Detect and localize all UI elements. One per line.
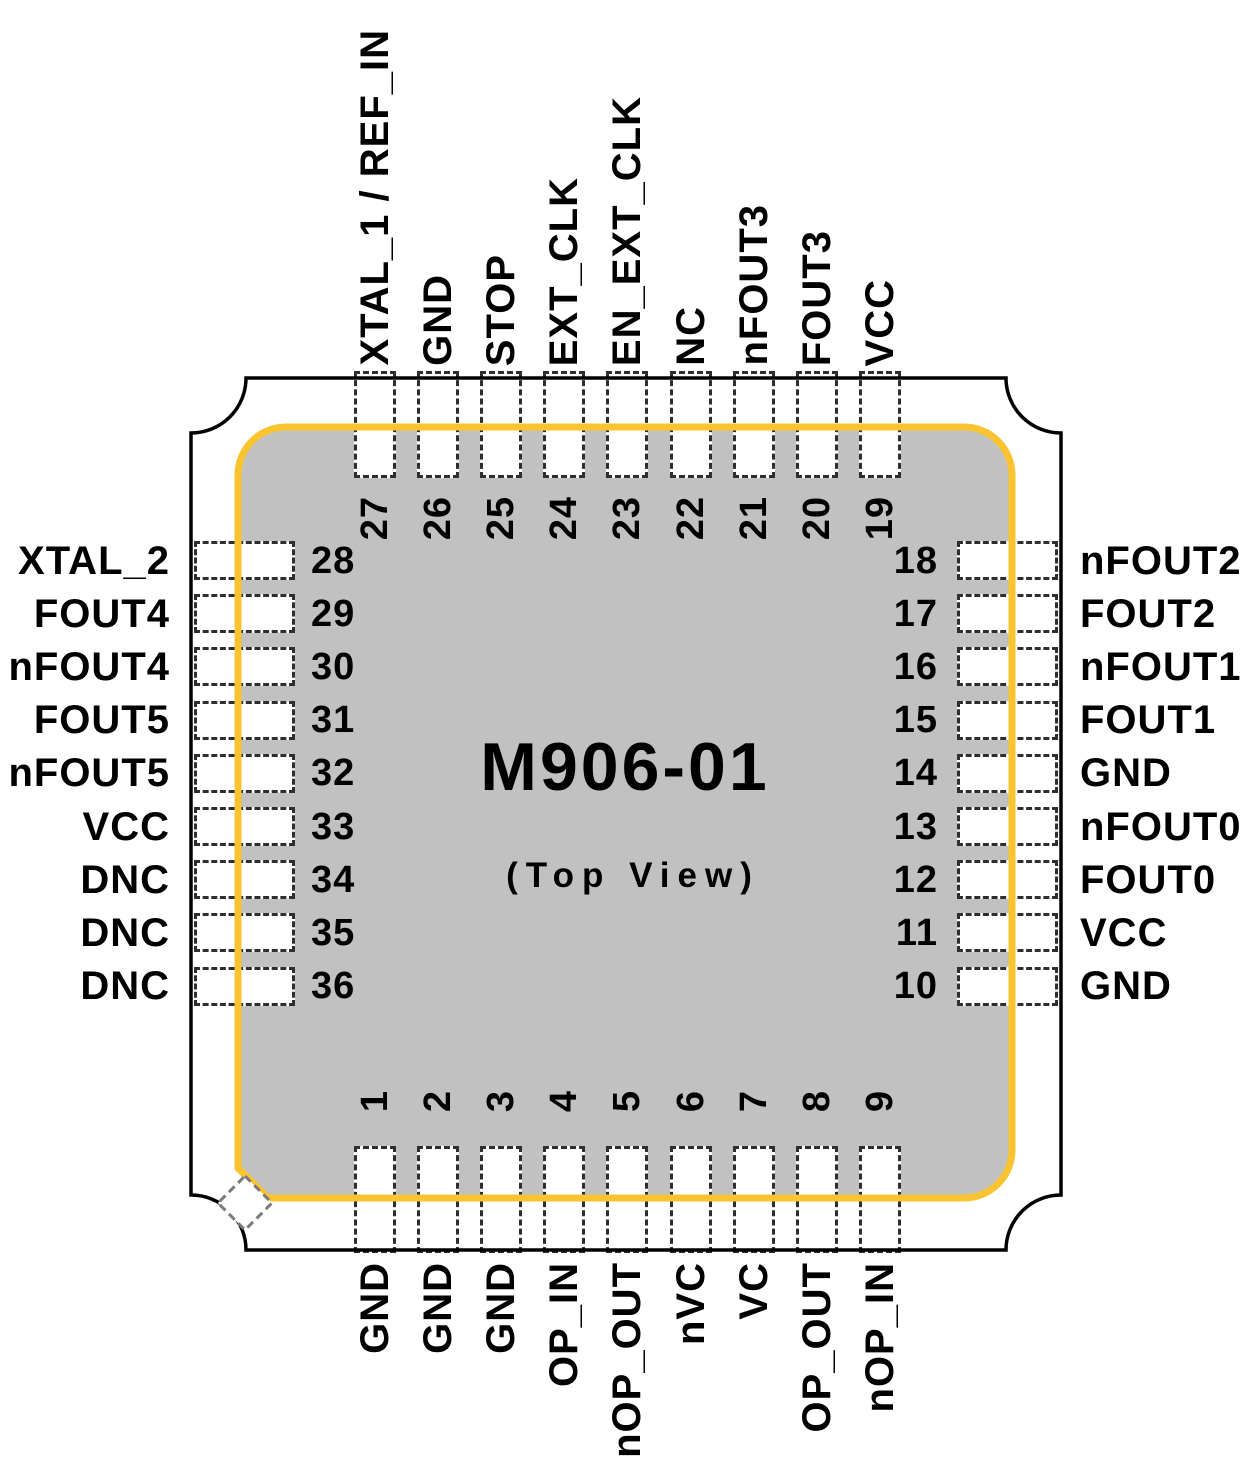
chip-view-caption: (Top View): [506, 856, 760, 895]
pin-number-4: 4: [543, 1090, 586, 1113]
pin-pad-33: [194, 807, 295, 846]
pin-label-22: NC: [668, 306, 713, 366]
pin-label-8: OP_OUT: [794, 1262, 839, 1433]
pin-pad-31: [194, 700, 295, 740]
pin-number-24: 24: [543, 495, 586, 540]
pin-number-21: 21: [732, 495, 775, 540]
pin-label-19: VCC: [857, 278, 902, 366]
chip-part-number: M906-01: [480, 729, 770, 805]
pin-pad-11: [957, 913, 1058, 953]
pin-number-5: 5: [606, 1090, 649, 1113]
pin-label-20: FOUT3: [794, 229, 839, 366]
pin-label-13: nFOUT0: [1080, 804, 1242, 849]
pin-label-18: nFOUT2: [1080, 538, 1242, 583]
pin-number-20: 20: [795, 495, 838, 540]
pin-label-30: nFOUT4: [8, 644, 170, 689]
pin-label-25: STOP: [479, 253, 524, 366]
pin-label-24: EXT_CLK: [542, 176, 587, 366]
pin-pad-28: [194, 541, 295, 580]
pin-number-11: 11: [895, 911, 938, 954]
pin-label-36: DNC: [80, 964, 170, 1009]
pin-pad-17: [957, 594, 1058, 634]
pin-label-11: VCC: [1080, 910, 1168, 955]
pin-label-34: DNC: [80, 857, 170, 902]
pin-pad-29: [194, 594, 295, 634]
pin-label-28: XTAL_2: [18, 538, 170, 583]
pin-label-7: VC: [731, 1262, 776, 1320]
die-accent-border: [234, 423, 1016, 1202]
pin-label-2: GND: [416, 1262, 461, 1354]
pin-label-33: VCC: [82, 804, 170, 849]
pin-number-18: 18: [893, 539, 938, 582]
pin-label-27: XTAL_1 / REF_IN: [353, 29, 397, 366]
pin-label-29: FOUT4: [33, 591, 170, 636]
pin-label-21: nFOUT3: [731, 204, 776, 366]
pin-pad-34: [194, 860, 295, 900]
package-outline: [189, 376, 1063, 1252]
pin-pad-15: [957, 700, 1058, 740]
pin-label-31: FOUT5: [33, 698, 170, 743]
pin-label-9: nOP_IN: [857, 1262, 902, 1413]
pin-number-28: 28: [311, 539, 356, 582]
pin-pad-16: [957, 647, 1058, 687]
chip-die-body: [238, 427, 1012, 1198]
pin-number-34: 34: [311, 858, 356, 901]
pin-number-1: 1: [354, 1090, 396, 1113]
pin-label-10: GND: [1080, 964, 1172, 1009]
pin-label-17: FOUT2: [1080, 591, 1217, 636]
pin-number-30: 30: [311, 645, 356, 688]
pin-number-35: 35: [311, 911, 356, 954]
pin-pad-30: [194, 647, 295, 687]
pin-number-25: 25: [480, 495, 523, 540]
pin-number-9: 9: [858, 1090, 901, 1113]
pin-number-15: 15: [893, 699, 938, 742]
pin-pad-10: [957, 966, 1058, 1006]
pin-number-2: 2: [417, 1090, 460, 1113]
pin-number-13: 13: [893, 805, 938, 848]
pin-number-8: 8: [795, 1090, 838, 1113]
pin-number-6: 6: [669, 1090, 712, 1113]
pin-number-29: 29: [311, 592, 356, 635]
pin-pad-13: [957, 807, 1058, 846]
pin-pad-36: [194, 966, 295, 1006]
pin-label-26: GND: [416, 274, 461, 366]
pin-number-12: 12: [893, 858, 938, 901]
pin-label-15: FOUT1: [1080, 698, 1217, 743]
pin-label-35: DNC: [80, 910, 170, 955]
pin-number-16: 16: [893, 645, 938, 688]
pin-number-23: 23: [606, 495, 649, 540]
pin-label-12: FOUT0: [1080, 857, 1217, 902]
pin-pad-35: [194, 913, 295, 953]
pin-number-32: 32: [311, 752, 356, 795]
pin-label-6: nVC: [668, 1262, 713, 1345]
pin-label-14: GND: [1080, 751, 1172, 796]
pin-number-33: 33: [311, 805, 356, 848]
pin-number-14: 14: [893, 752, 938, 795]
pin-number-7: 7: [732, 1090, 775, 1113]
pin-number-22: 22: [669, 495, 712, 540]
pin-number-10: 10: [893, 965, 938, 1008]
pin-number-3: 3: [480, 1090, 523, 1113]
pin-label-23: EN_EXT_CLK: [605, 95, 650, 366]
pin-label-1: GND: [353, 1262, 397, 1354]
pin-number-31: 31: [311, 699, 356, 742]
pin-pad-12: [957, 860, 1058, 900]
pin-number-26: 26: [417, 495, 460, 540]
pin-label-32: nFOUT5: [8, 751, 170, 796]
pin-number-19: 19: [858, 495, 901, 540]
pin-pad-32: [194, 753, 295, 793]
pin-pad-14: [957, 753, 1058, 793]
pin-number-17: 17: [893, 592, 938, 635]
pin-number-36: 36: [311, 965, 356, 1008]
pin-label-16: nFOUT1: [1080, 644, 1242, 689]
pin-label-5: nOP_OUT: [605, 1262, 650, 1458]
pin-pad-18: [957, 541, 1058, 580]
pin-label-3: GND: [479, 1262, 524, 1354]
pin-label-4: OP_IN: [542, 1262, 587, 1388]
pin-number-27: 27: [354, 495, 396, 540]
pin1-indicator-diamond-icon: [215, 1173, 275, 1233]
